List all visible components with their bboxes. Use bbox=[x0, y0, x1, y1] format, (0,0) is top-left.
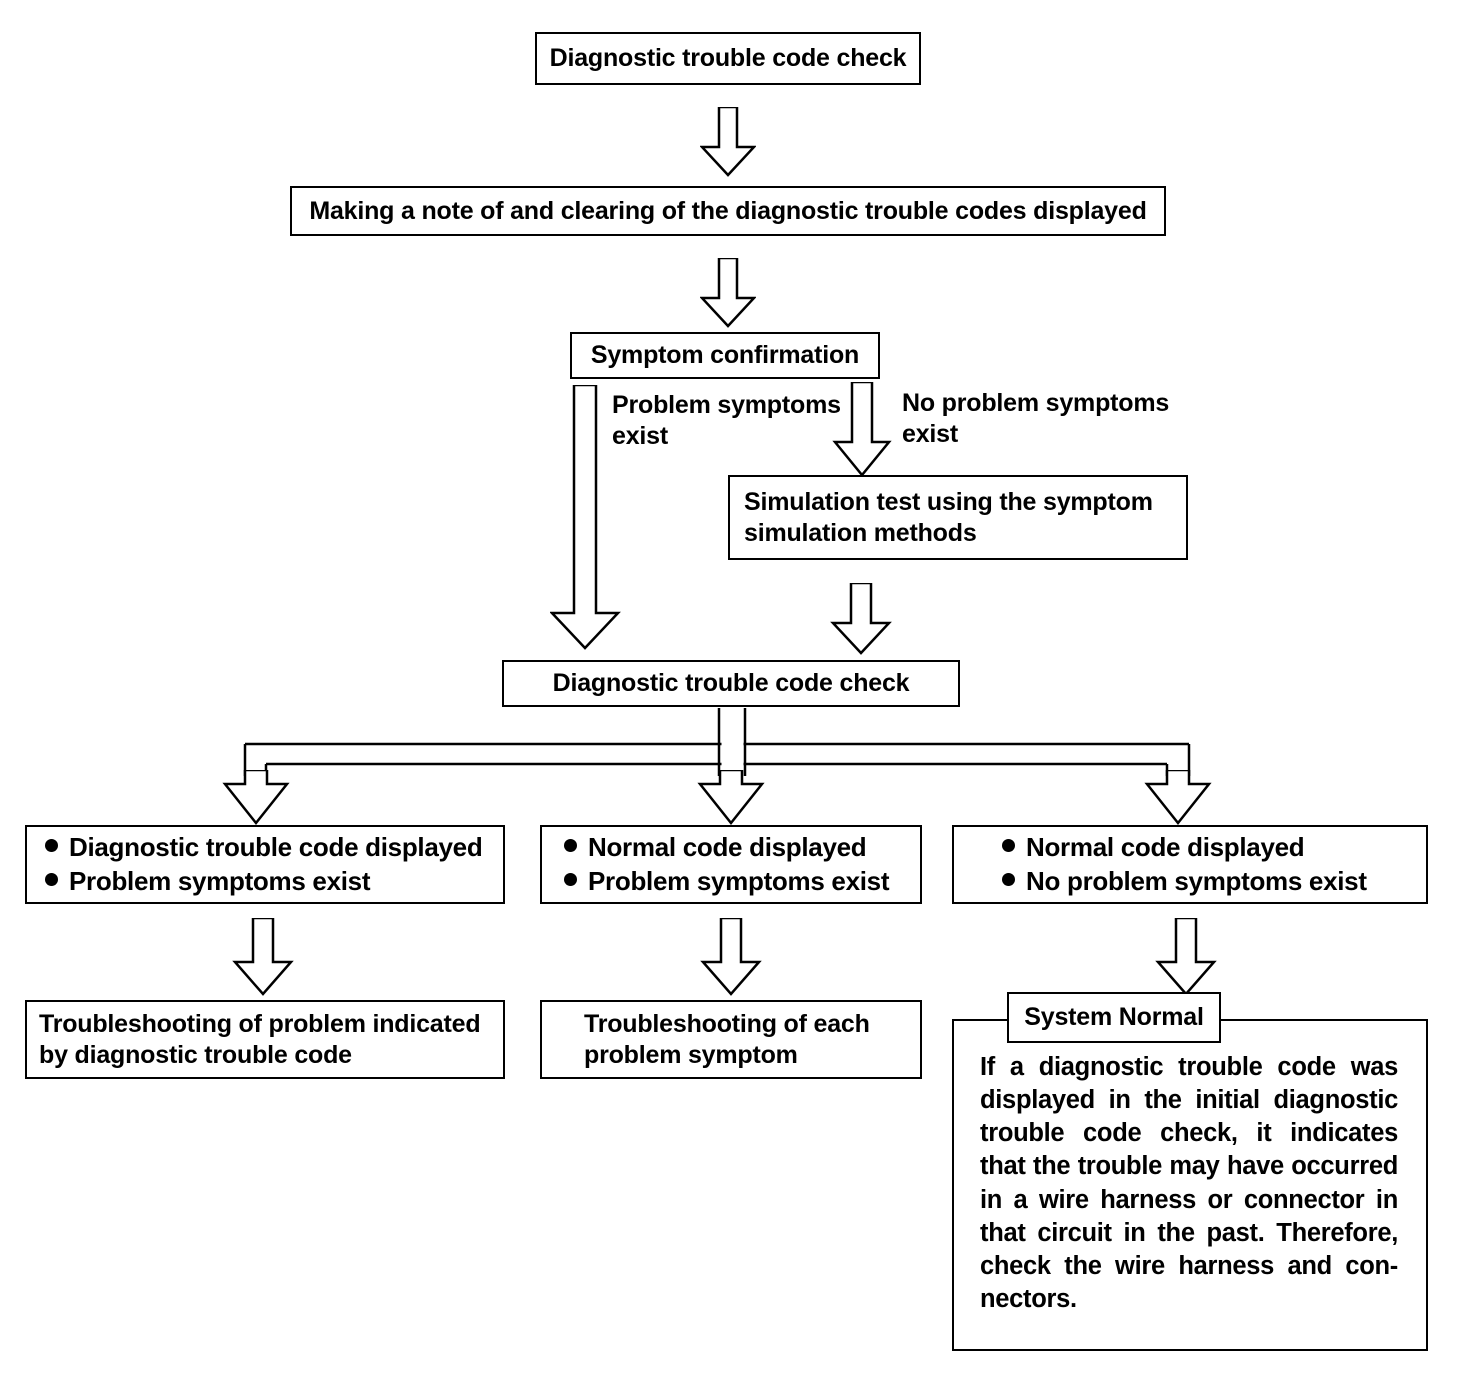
arrowhead-branch-center bbox=[697, 770, 765, 826]
bullet-icon bbox=[564, 872, 577, 886]
node-simulation-test[interactable]: Simulation test using the symptom simula… bbox=[728, 475, 1188, 560]
node-symptom-confirmation-label: Symptom confirmation bbox=[590, 341, 860, 370]
node-simulation-test-label: Simulation test using the symptom simula… bbox=[744, 488, 1153, 547]
arrow-problem-symptoms-exist-branch bbox=[550, 385, 622, 651]
bullet-icon bbox=[1002, 839, 1015, 853]
edge-label-no-problem-symptoms-exist: No problem symptoms exist bbox=[902, 389, 1170, 449]
arrow-start-to-note bbox=[700, 107, 756, 177]
node-second-check-label: Diagnostic trouble code check bbox=[552, 669, 910, 698]
bullet-icon bbox=[45, 839, 58, 853]
outcome-box-right[interactable]: Normal code displayed No problem symptom… bbox=[952, 825, 1428, 904]
arrow-no-problem-symptoms-to-simulation bbox=[832, 382, 892, 478]
outcome-right-item-2: No problem symptoms exist bbox=[1002, 865, 1426, 898]
arrow-outcome-right-to-result bbox=[1155, 918, 1217, 996]
result-left-label: Troubleshooting of problem indicated by … bbox=[39, 1010, 481, 1069]
arrow-note-to-symptom-confirmation bbox=[700, 258, 756, 328]
arrow-simulation-to-second-check bbox=[830, 583, 892, 655]
outcome-right-item-1: Normal code displayed bbox=[1002, 831, 1426, 864]
result-box-troubleshooting-by-code[interactable]: Troubleshooting of problem indicated by … bbox=[25, 1000, 505, 1079]
node-note-label: Making a note of and clearing of the dia… bbox=[309, 196, 1147, 225]
edge-label-problem-symptoms-exist: Problem symptoms exist bbox=[612, 391, 841, 451]
node-symptom-confirmation[interactable]: Symptom confirmation bbox=[570, 332, 880, 379]
outcome-left-item-1: Diagnostic trouble code displayed bbox=[45, 831, 503, 864]
outcome-box-middle[interactable]: Normal code displayed Problem symptoms e… bbox=[540, 825, 922, 904]
result-box-system-normal[interactable] bbox=[952, 1019, 1428, 1351]
result-middle-label: Troubleshooting of each problem symptom bbox=[584, 1010, 870, 1069]
arrowhead-branch-right bbox=[1144, 770, 1212, 826]
node-start-diagnostic-trouble-code-check[interactable]: Diagnostic trouble code check bbox=[535, 32, 921, 85]
arrowhead-branch-left bbox=[222, 770, 290, 826]
bullet-icon bbox=[1002, 872, 1015, 886]
outcome-middle-item-1: Normal code displayed bbox=[564, 831, 920, 864]
arrow-outcome-left-to-result bbox=[232, 918, 294, 996]
arrow-outcome-middle-to-result bbox=[700, 918, 762, 996]
outcome-left-item-2: Problem symptoms exist bbox=[45, 865, 503, 898]
node-making-note-clearing-codes[interactable]: Making a note of and clearing of the dia… bbox=[290, 186, 1166, 236]
outcome-box-left[interactable]: Diagnostic trouble code displayed Proble… bbox=[25, 825, 505, 904]
result-box-troubleshooting-each-symptom[interactable]: Troubleshooting of each problem symptom bbox=[540, 1000, 922, 1079]
bullet-icon bbox=[45, 872, 58, 886]
system-normal-body-text: If a diagnostic trouble code was display… bbox=[980, 1053, 1398, 1313]
bullet-icon bbox=[564, 839, 577, 853]
system-normal-title-tab: System Normal bbox=[1007, 992, 1221, 1043]
system-normal-title-label: System Normal bbox=[1024, 1003, 1204, 1031]
node-second-diagnostic-trouble-code-check[interactable]: Diagnostic trouble code check bbox=[502, 660, 960, 707]
node-start-label: Diagnostic trouble code check bbox=[549, 44, 907, 73]
outcome-middle-item-2: Problem symptoms exist bbox=[564, 865, 920, 898]
